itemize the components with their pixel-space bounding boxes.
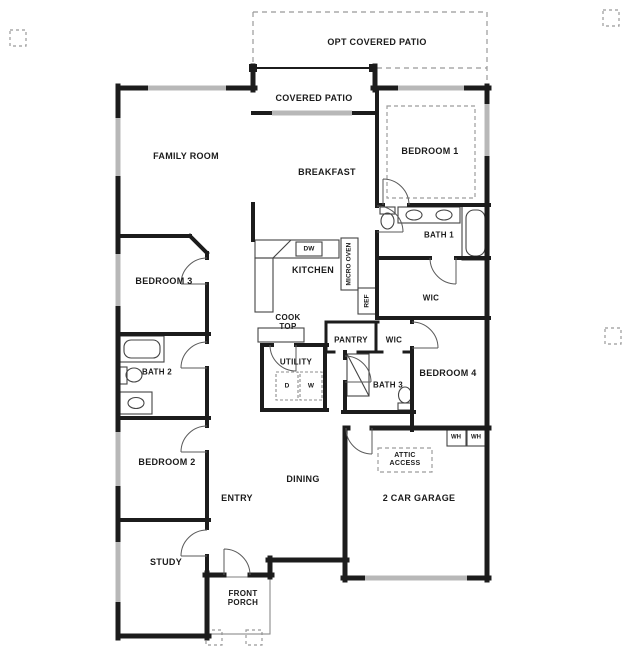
room-label-wic-1: WIC: [422, 293, 440, 303]
room-label-bath-1: BATH 1: [423, 230, 455, 240]
room-label-bath-2: BATH 2: [141, 367, 173, 377]
room-label-front-porch: FRONT PORCH: [227, 588, 259, 607]
micro-oven-cabinet: [340, 237, 359, 291]
bath1-toilet-tank: [379, 206, 396, 215]
optional-patio-outline: [252, 11, 488, 86]
bath2-vanity: [119, 391, 153, 415]
tray-ceiling-outline: [386, 105, 476, 199]
bath1-toilet: [380, 212, 395, 230]
room-label-kitchen: KITCHEN: [291, 264, 335, 275]
label-dishwasher: DW: [303, 245, 315, 253]
door-swings: [180, 178, 457, 576]
room-label-garage: 2 CAR GARAGE: [382, 492, 456, 503]
washer-dryer-outlines: [275, 371, 323, 401]
garage-door-swing: [345, 427, 373, 455]
site-marker-squares: [9, 9, 622, 646]
room-label-bedroom-4: BEDROOM 4: [419, 367, 477, 378]
label-washer: W: [307, 382, 315, 390]
room-label-dining: DINING: [286, 473, 320, 484]
room-label-bedroom-3: BEDROOM 3: [135, 275, 193, 286]
window-openings: [115, 85, 490, 602]
bath1-vanity: [397, 206, 461, 224]
room-label-bedroom-1: BEDROOM 1: [401, 145, 459, 156]
label-dryer: D: [284, 382, 290, 390]
label-attic-access: ATTIC ACCESS: [389, 451, 421, 467]
label-cook-top: COOK TOP: [275, 312, 301, 331]
room-label-bedroom-2: BEDROOM 2: [138, 456, 196, 467]
room-label-study: STUDY: [149, 556, 183, 567]
closet-walls: [324, 320, 414, 354]
room-label-family-room: FAMILY ROOM: [153, 150, 219, 161]
label-water-heater-1: WH: [451, 434, 461, 441]
room-label-entry: ENTRY: [221, 492, 253, 503]
bath2-toilet: [125, 367, 143, 383]
dishwasher-box: [295, 241, 323, 257]
label-water-heater-2: WH: [471, 434, 481, 441]
room-label-breakfast: BREAKFAST: [298, 166, 356, 177]
room-label-pantry: PANTRY: [334, 335, 368, 345]
cooktop-island: [257, 327, 305, 343]
room-label-covered-patio: COVERED PATIO: [275, 92, 353, 103]
room-label-utility: UTILITY: [279, 357, 313, 367]
label-micro-oven: MICRO OVEN: [345, 242, 353, 286]
room-label-bath-3: BATH 3: [372, 380, 404, 390]
label-refrigerator: REF: [363, 294, 371, 308]
bath3-shower: [346, 353, 370, 397]
attic-access-outline: [377, 447, 433, 473]
room-label-opt-covered-patio: OPT COVERED PATIO: [327, 36, 427, 47]
front-door-swing: [223, 548, 251, 576]
room-label-wic-2: WIC: [385, 335, 403, 345]
